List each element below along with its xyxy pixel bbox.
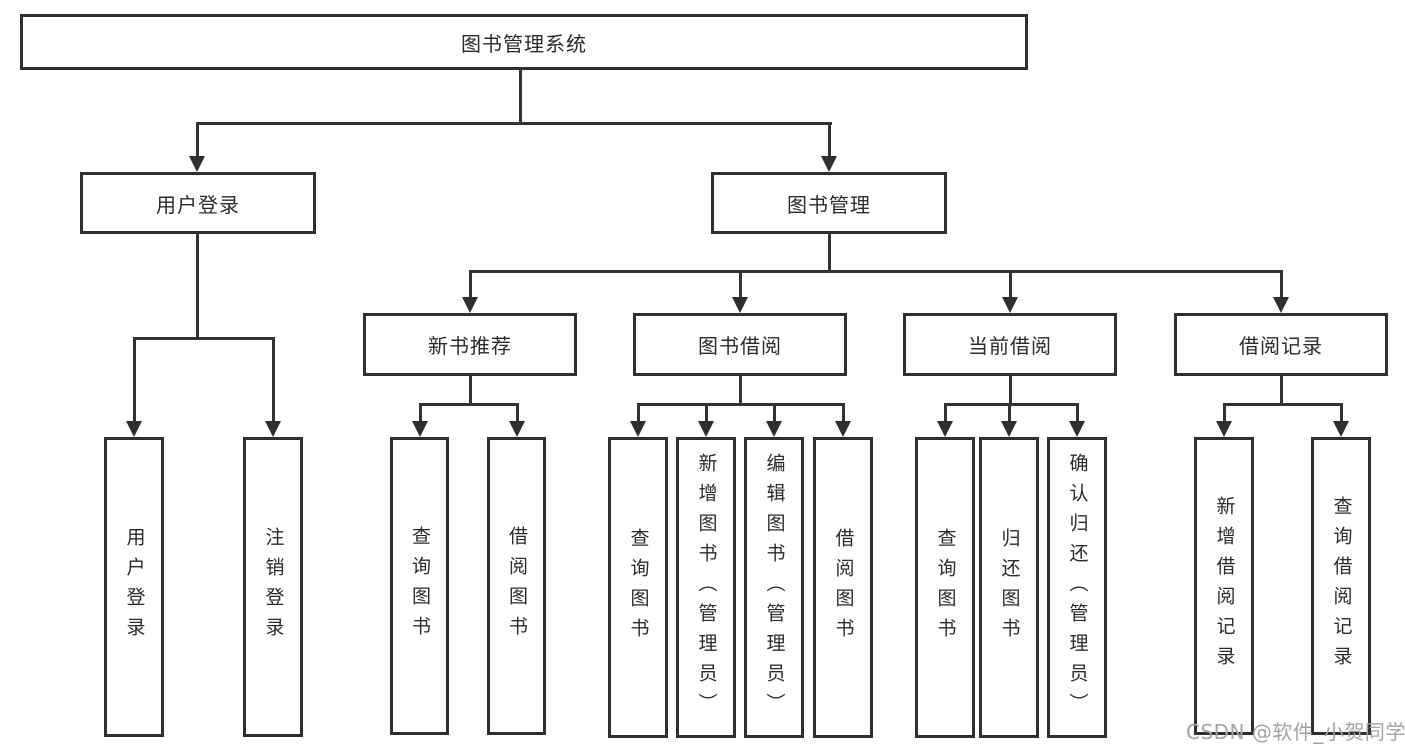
leaf-return-book-label: 归还图书 xyxy=(998,527,1021,648)
node-current-borrowing: 当前借阅 xyxy=(903,313,1117,376)
connector-line xyxy=(196,122,832,125)
connector-line xyxy=(1280,270,1283,299)
arrow-down-icon xyxy=(189,156,205,172)
leaf-query-borrow-record: 查询借阅记录 xyxy=(1311,437,1371,735)
node-book-borrowing: 图书借阅 xyxy=(633,313,847,376)
leaf-confirm-return-admin-label: 确认归还（管理员） xyxy=(1066,452,1089,723)
connector-line xyxy=(519,70,522,123)
connector-line xyxy=(133,337,274,340)
connector-line xyxy=(469,270,1283,273)
connector-line xyxy=(637,403,845,406)
arrow-down-icon xyxy=(126,421,142,437)
connector-line xyxy=(828,122,831,159)
connector-line xyxy=(739,376,742,404)
leaf-query-books-borrowing-label: 查询图书 xyxy=(627,527,650,648)
arrow-down-icon xyxy=(509,421,525,437)
leaf-query-borrow-record-label: 查询借阅记录 xyxy=(1330,496,1353,676)
connector-line xyxy=(1009,376,1012,404)
node-borrowing-records-label: 借阅记录 xyxy=(1239,334,1323,358)
connector-line xyxy=(196,122,199,159)
connector-line xyxy=(1223,403,1226,423)
connector-line xyxy=(944,403,947,423)
connector-line xyxy=(419,403,519,406)
leaf-logout: 注销登录 xyxy=(243,437,303,737)
node-new-book-recommend: 新书推荐 xyxy=(363,313,577,376)
arrow-down-icon xyxy=(412,421,428,437)
leaf-query-books-current: 查询图书 xyxy=(915,437,975,738)
leaf-query-books-recommend-label: 查询图书 xyxy=(409,526,431,646)
arrow-down-icon xyxy=(1216,421,1232,437)
arrow-down-icon xyxy=(766,421,782,437)
arrow-down-icon xyxy=(835,421,851,437)
node-root-label: 图书管理系统 xyxy=(461,31,587,56)
leaf-borrow-books-recommend-label: 借阅图书 xyxy=(506,526,528,646)
node-borrowing-records: 借阅记录 xyxy=(1174,313,1388,376)
leaf-edit-book-admin: 编辑图书（管理员） xyxy=(744,437,804,738)
leaf-borrow-books-borrowing-label: 借阅图书 xyxy=(832,527,855,648)
connector-line xyxy=(842,403,845,423)
connector-line xyxy=(196,234,199,338)
leaf-add-borrow-record: 新增借阅记录 xyxy=(1194,437,1254,735)
arrow-down-icon xyxy=(1069,421,1085,437)
watermark: CSDN @软件_小贺同学 xyxy=(1186,720,1405,744)
connector-line xyxy=(469,376,472,404)
leaf-add-book-admin-label: 新增图书（管理员） xyxy=(695,452,718,723)
node-user-login: 用户登录 xyxy=(80,172,316,234)
connector-line xyxy=(516,403,519,423)
node-book-management-label: 图书管理 xyxy=(787,192,871,217)
arrow-down-icon xyxy=(1002,297,1018,313)
node-book-management: 图书管理 xyxy=(711,172,947,234)
connector-line xyxy=(1280,376,1283,404)
leaf-user-login-label: 用户登录 xyxy=(123,527,146,647)
node-current-borrowing-label: 当前借阅 xyxy=(968,334,1052,358)
leaf-logout-label: 注销登录 xyxy=(262,527,285,647)
connector-line xyxy=(1223,403,1342,406)
connector-line xyxy=(773,403,776,423)
node-user-login-label: 用户登录 xyxy=(156,192,240,217)
leaf-borrow-books-borrowing: 借阅图书 xyxy=(813,437,873,738)
arrow-down-icon xyxy=(630,421,646,437)
leaf-return-book: 归还图书 xyxy=(979,437,1039,738)
connector-line xyxy=(944,403,1078,406)
node-new-book-recommend-label: 新书推荐 xyxy=(428,334,512,358)
connector-line xyxy=(272,337,275,422)
arrow-down-icon xyxy=(732,297,748,313)
arrow-down-icon xyxy=(1273,297,1289,313)
leaf-query-books-current-label: 查询图书 xyxy=(934,527,957,648)
arrow-down-icon xyxy=(1333,421,1349,437)
leaf-query-books-borrowing: 查询图书 xyxy=(608,437,668,738)
connector-line xyxy=(828,234,831,271)
connector-line xyxy=(637,403,640,423)
arrow-down-icon xyxy=(1001,421,1017,437)
arrow-down-icon xyxy=(821,156,837,172)
connector-line xyxy=(705,403,708,423)
arrow-down-icon xyxy=(462,297,478,313)
leaf-borrow-books-recommend: 借阅图书 xyxy=(487,437,546,735)
connector-line xyxy=(739,270,742,299)
connector-line xyxy=(1008,403,1011,423)
arrow-down-icon xyxy=(937,421,953,437)
leaf-edit-book-admin-label: 编辑图书（管理员） xyxy=(763,452,786,723)
node-book-borrowing-label: 图书借阅 xyxy=(698,334,782,358)
arrow-down-icon xyxy=(265,421,281,437)
connector-line xyxy=(1340,403,1343,423)
connector-line xyxy=(1076,403,1079,423)
leaf-user-login: 用户登录 xyxy=(104,437,164,737)
connector-line xyxy=(469,270,472,299)
leaf-query-books-recommend: 查询图书 xyxy=(390,437,449,735)
leaf-add-book-admin: 新增图书（管理员） xyxy=(676,437,736,738)
arrow-down-icon xyxy=(698,421,714,437)
connector-line xyxy=(133,337,136,422)
node-root: 图书管理系统 xyxy=(20,14,1028,70)
leaf-confirm-return-admin: 确认归还（管理员） xyxy=(1047,437,1107,738)
leaf-add-borrow-record-label: 新增借阅记录 xyxy=(1213,496,1236,676)
connector-line xyxy=(419,403,422,423)
connector-line xyxy=(1009,270,1012,299)
